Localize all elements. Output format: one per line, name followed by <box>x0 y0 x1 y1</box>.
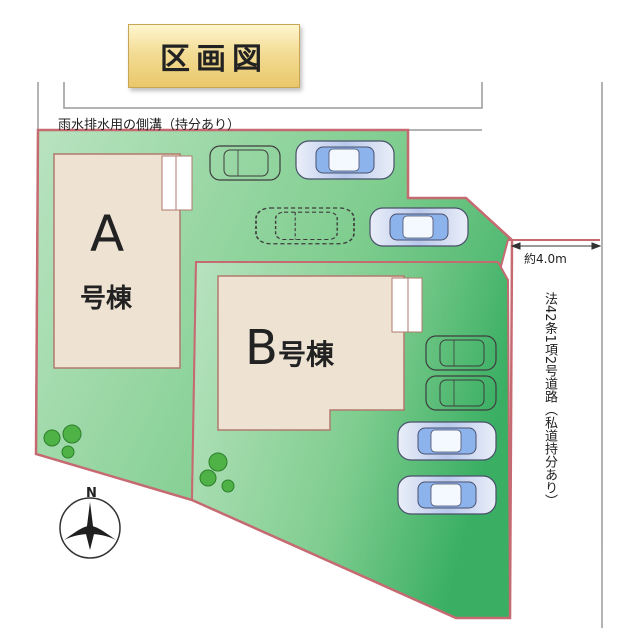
road-width-label: 約4.0m <box>524 252 567 266</box>
car-icon <box>295 140 395 180</box>
compass-north-label: N <box>86 486 97 501</box>
tree-icon <box>43 424 82 459</box>
car-icon <box>369 207 469 247</box>
building-b-letter: B <box>245 320 278 376</box>
building-a <box>53 153 193 369</box>
tree-icon <box>199 452 235 493</box>
building-a-letter: A <box>90 205 125 263</box>
building-b-suffix: 号棟 <box>277 338 334 371</box>
road-label: 法42条1項2号道路（私道持分あり） <box>542 292 557 508</box>
road-width-dimension <box>510 242 602 250</box>
lot-outer-boundary <box>34 128 514 620</box>
north-arrow-icon <box>59 497 121 559</box>
building-b <box>217 275 423 431</box>
building-a-suffix: 号棟 <box>80 284 133 314</box>
car-icon <box>397 421 497 461</box>
ditch-label: 雨水排水用の側溝（持分あり） <box>58 118 241 133</box>
building-b-label: B号棟 <box>245 320 334 376</box>
page-title: 区画図 <box>128 24 300 88</box>
car-icon <box>397 475 497 515</box>
